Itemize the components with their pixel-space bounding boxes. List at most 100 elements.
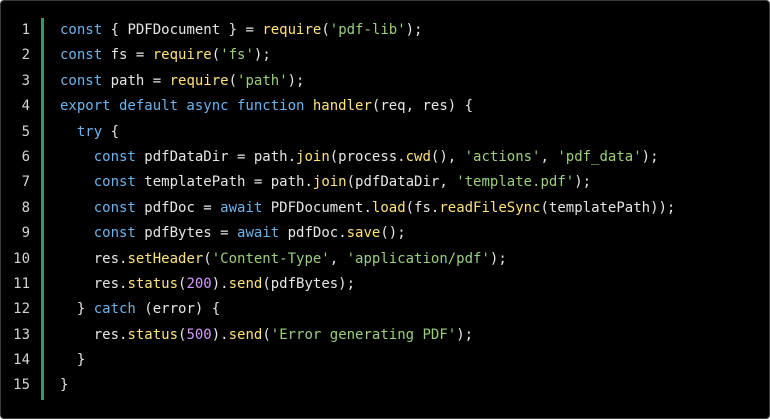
code-text xyxy=(304,98,312,114)
code-line: const templatePath = path.join(pdfDataDi… xyxy=(60,170,769,195)
code-line: export default async function handler(re… xyxy=(60,94,769,119)
line-number: 5 xyxy=(21,123,30,140)
code-line: const pdfDoc = await PDFDocument.load(fs… xyxy=(60,196,769,221)
code-line: const pdfBytes = await pdfDoc.save(); xyxy=(60,221,769,246)
code-text: (pdfDataDir, xyxy=(346,174,457,191)
code-text: { xyxy=(102,123,120,140)
code-text: (pdfBytes); xyxy=(262,275,356,292)
line-number: 12 xyxy=(13,301,30,318)
function-token: send xyxy=(228,275,263,292)
line-number: 7 xyxy=(21,174,30,191)
string-token: 'path' xyxy=(237,72,288,89)
gutter-separator xyxy=(41,18,44,400)
code-line: const path = require('path'); xyxy=(60,69,769,94)
keyword-token: try xyxy=(76,123,103,140)
string-token: 'pdf_data' xyxy=(557,148,642,165)
code-text: ( xyxy=(178,275,187,292)
line-number: 13 xyxy=(13,326,30,343)
function-token: require xyxy=(262,22,322,38)
function-token: status xyxy=(127,275,179,292)
code-text: ); xyxy=(574,174,592,191)
code-text: templatePath = path. xyxy=(135,174,313,191)
code-text: ( xyxy=(228,72,238,89)
function-token: join xyxy=(296,148,330,165)
keyword-token: const xyxy=(93,199,136,216)
code-text: pdfDoc. xyxy=(279,225,347,242)
function-token: handler xyxy=(312,98,372,115)
function-token: setHeader xyxy=(127,250,204,267)
code-text: , xyxy=(540,148,558,165)
line-number: 2 xyxy=(21,47,30,64)
function-token: save xyxy=(346,225,381,242)
code-text xyxy=(60,174,94,190)
code-text: pdfDataDir = path. xyxy=(135,148,297,165)
code-text: } xyxy=(60,301,94,318)
code-text: ); xyxy=(456,326,474,343)
code-text: (templatePath)); xyxy=(540,199,676,216)
code-area[interactable]: const { PDFDocument } = require('pdf-lib… xyxy=(60,18,769,399)
keyword-token: const xyxy=(60,47,103,64)
code-text: (process. xyxy=(329,148,406,165)
code-text: pdfBytes = xyxy=(135,225,238,242)
keyword-token: const xyxy=(93,148,136,165)
code-text xyxy=(60,124,77,140)
function-token: load xyxy=(371,199,406,216)
code-text: ( xyxy=(178,326,187,343)
code-text: , xyxy=(329,250,347,267)
code-text: ); xyxy=(405,22,423,38)
keyword-token: const xyxy=(93,225,136,242)
line-number: 4 xyxy=(21,98,30,115)
number-token: 200 xyxy=(186,275,212,292)
keyword-token: catch xyxy=(93,301,136,318)
code-text: } xyxy=(60,377,69,394)
keyword-token: const xyxy=(93,174,136,191)
string-token: 'Content-Type' xyxy=(211,250,330,267)
code-text: ); xyxy=(489,250,507,267)
code-text: res. xyxy=(60,250,128,267)
code-text: ( xyxy=(262,326,271,343)
code-text: (); xyxy=(380,225,406,242)
line-number: 6 xyxy=(21,148,30,165)
code-text: (error) { xyxy=(135,301,221,318)
function-token: require xyxy=(152,47,212,64)
line-number: 10 xyxy=(13,250,30,267)
string-token: 'fs' xyxy=(220,47,254,64)
code-line: } xyxy=(60,373,769,398)
code-text: res. xyxy=(60,275,128,292)
code-text: ( xyxy=(203,250,212,267)
code-text xyxy=(60,225,94,241)
string-token: 'template.pdf' xyxy=(456,174,575,191)
code-line: } catch (error) { xyxy=(60,297,769,322)
code-line: try { xyxy=(60,120,769,145)
code-text: ). xyxy=(211,326,229,343)
keyword-token: const xyxy=(60,22,103,38)
code-text: res. xyxy=(60,326,128,343)
keyword-token: await xyxy=(237,225,280,242)
code-line: const { PDFDocument } = require('pdf-lib… xyxy=(60,18,769,43)
function-token: status xyxy=(127,326,179,343)
code-line: res.setHeader('Content-Type', 'applicati… xyxy=(60,247,769,272)
string-token: 'actions' xyxy=(464,148,541,165)
code-line: } xyxy=(60,348,769,373)
function-token: join xyxy=(312,174,347,191)
function-token: require xyxy=(169,72,229,89)
code-text: { PDFDocument } = xyxy=(102,22,263,38)
code-text: ); xyxy=(287,72,305,89)
line-number: 3 xyxy=(21,72,30,89)
code-line: res.status(200).send(pdfBytes); xyxy=(60,272,769,297)
code-text: path = xyxy=(102,72,170,89)
line-number: 8 xyxy=(21,199,30,216)
function-token: readFileSync xyxy=(439,199,541,216)
code-text: pdfDoc = xyxy=(135,199,221,216)
code-line: res.status(500).send('Error generating P… xyxy=(60,323,769,348)
code-line: const fs = require('fs'); xyxy=(60,43,769,68)
code-line: const pdfDataDir = path.join(process.cwd… xyxy=(60,145,769,170)
code-text: fs = xyxy=(102,47,153,64)
code-text: ( xyxy=(211,47,221,64)
line-number: 9 xyxy=(21,225,30,242)
line-number: 15 xyxy=(13,377,30,394)
code-text: PDFDocument. xyxy=(262,199,372,216)
function-token: send xyxy=(228,326,263,343)
